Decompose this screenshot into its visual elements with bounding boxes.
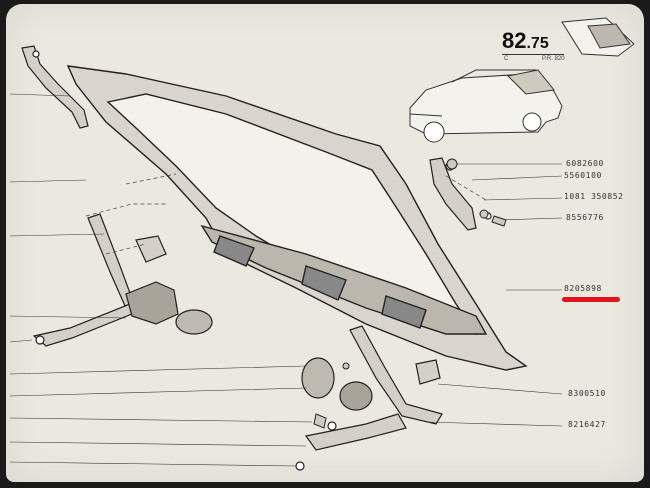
- leader-lines: [9, 93, 563, 467]
- fastener-parts: [313, 158, 507, 429]
- assembly-guide-lines: [85, 173, 487, 255]
- left-support-strut: [32, 213, 213, 347]
- lower-lock-mechanism: [295, 325, 443, 471]
- exploded-view-diagram: [9, 17, 635, 471]
- part-highlight-underline: [562, 297, 620, 302]
- plate-number-underline: [502, 54, 564, 55]
- part-number-label: 5560100: [564, 171, 602, 180]
- plate-number: 82.75: [502, 28, 549, 54]
- tailgate-frame: [66, 65, 528, 371]
- part-number-label: 1081 350852: [564, 192, 624, 201]
- plate-letter: C: [504, 56, 509, 62]
- plate-number-sub: .75: [526, 35, 549, 52]
- part-number-label: 8556776: [566, 213, 604, 222]
- part-number-label: 6082600: [566, 159, 604, 168]
- car-thumbnail-illustration: [409, 17, 635, 143]
- model-reference: P.R. 820: [542, 56, 565, 62]
- part-number-label: 8216427: [568, 420, 606, 429]
- right-hinge-arm: [429, 157, 492, 231]
- left-hinge-arm: [21, 45, 89, 129]
- parts-catalog-sheet: 82.75 C P.R. 820: [6, 4, 644, 482]
- highlighted-part-number: 8205898: [564, 284, 602, 293]
- part-number-label: 8300510: [568, 389, 606, 398]
- plate-number-main: 82: [502, 28, 527, 53]
